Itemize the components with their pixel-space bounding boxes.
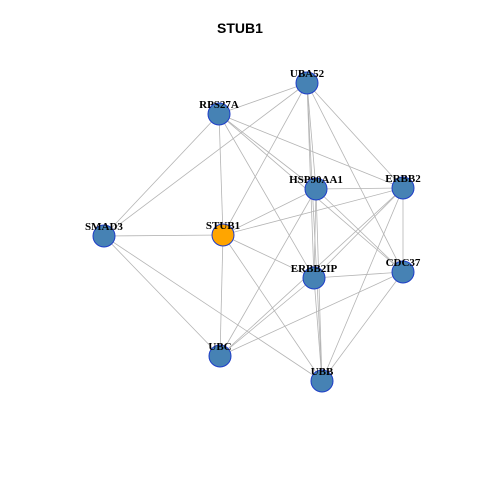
edge-rps27a-smad3 — [103, 113, 220, 237]
node-label-erbb2ip: ERBB2IP — [291, 263, 338, 275]
edge-rps27a-erbb2ip — [218, 113, 315, 279]
edge-cdc37-ubc — [219, 271, 404, 357]
node-ubb[interactable] — [310, 369, 334, 393]
edge-erbb2ip-ubc — [219, 277, 315, 357]
node-erbb2[interactable] — [391, 176, 415, 200]
edge-smad3-ubc — [103, 235, 221, 357]
edge-hsp90aa1-stub1 — [222, 188, 317, 236]
node-hsp90aa1[interactable] — [304, 177, 328, 201]
node-rps27a[interactable] — [207, 102, 231, 126]
edge-uba52-smad3 — [103, 82, 308, 237]
node-cdc37[interactable] — [391, 260, 415, 284]
edge-erbb2-ubb — [321, 187, 404, 382]
edge-uba52-ubb — [306, 82, 323, 382]
edge-hsp90aa1-erbb2ip — [313, 188, 317, 279]
node-label-cdc37: CDC37 — [386, 257, 421, 269]
node-label-ubb: UBB — [311, 366, 334, 378]
edge-stub1-erbb2ip — [222, 234, 315, 279]
edges-layer — [103, 82, 404, 382]
edge-hsp90aa1-erbb2 — [315, 187, 404, 190]
node-label-erbb2: ERBB2 — [385, 173, 421, 185]
node-label-smad3: SMAD3 — [85, 221, 123, 233]
node-erbb2ip[interactable] — [302, 266, 326, 290]
edge-uba52-cdc37 — [306, 82, 404, 273]
node-label-rps27a: RPS27A — [199, 99, 239, 111]
edge-smad3-stub1 — [103, 234, 224, 237]
edge-rps27a-hsp90aa1 — [218, 113, 317, 190]
edge-erbb2ip-cdc37 — [313, 271, 404, 279]
edge-rps27a-stub1 — [218, 113, 224, 236]
edge-uba52-rps27a — [218, 82, 308, 115]
node-smad3[interactable] — [92, 224, 116, 248]
edge-stub1-ubc — [219, 234, 224, 357]
edge-uba52-hsp90aa1 — [306, 82, 317, 190]
node-stub1[interactable] — [211, 223, 235, 247]
node-ubc[interactable] — [208, 344, 232, 368]
node-label-stub1: STUB1 — [206, 220, 240, 232]
edge-smad3-ubb — [103, 235, 323, 382]
edge-rps27a-erbb2 — [218, 113, 404, 189]
edge-uba52-stub1 — [222, 82, 308, 236]
node-uba52[interactable] — [295, 71, 319, 95]
edge-erbb2-erbb2ip — [313, 187, 404, 279]
node-label-ubc: UBC — [208, 341, 231, 353]
edge-uba52-erbb2 — [306, 82, 404, 189]
edge-stub1-ubb — [222, 234, 323, 382]
edge-hsp90aa1-cdc37 — [315, 188, 404, 273]
edge-erbb2-stub1 — [222, 187, 404, 236]
node-label-hsp90aa1: HSP90AA1 — [289, 174, 343, 186]
edge-hsp90aa1-ubc — [219, 188, 317, 357]
node-label-uba52: UBA52 — [290, 68, 325, 80]
graph-title: STUB1 — [217, 20, 263, 36]
edge-erbb2ip-ubb — [313, 277, 323, 382]
edge-cdc37-ubb — [321, 271, 404, 382]
nodes-layer — [92, 71, 415, 393]
